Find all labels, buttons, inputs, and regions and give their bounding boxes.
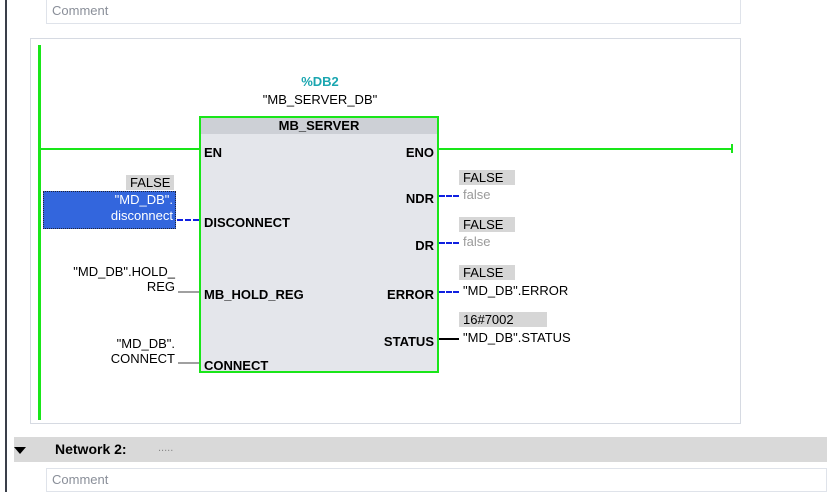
hold-reg-operand[interactable]: "MD_DB".HOLD_ REG: [50, 264, 175, 294]
error-operand[interactable]: "MD_DB".ERROR: [463, 283, 569, 298]
pin-disconnect: DISCONNECT: [204, 215, 290, 230]
pin-connect: CONNECT: [204, 358, 269, 373]
pin-error: ERROR: [387, 287, 434, 302]
error-wire: [439, 291, 459, 293]
pin-ndr: NDR: [405, 191, 434, 206]
dr-wire: [439, 242, 459, 244]
editor-left-border: [5, 0, 7, 492]
pin-status: STATUS: [383, 334, 434, 349]
operand-line: disconnect: [110, 208, 173, 223]
ndr-wire: [439, 195, 459, 197]
disconnect-wire: [177, 219, 199, 221]
ndr-operand[interactable]: false: [463, 187, 491, 202]
operand-line: "MD_DB".: [116, 336, 175, 351]
dr-value: FALSE: [459, 217, 515, 232]
rung-left: [38, 148, 200, 150]
pin-mb-hold-reg: MB_HOLD_REG: [204, 287, 304, 302]
disconnect-value: FALSE: [126, 175, 174, 190]
network1-area[interactable]: [30, 38, 741, 424]
connect-wire: [178, 362, 199, 364]
status-operand[interactable]: "MD_DB".STATUS: [463, 330, 571, 345]
mb-server-block[interactable]: MB_SERVER EN DISCONNECT MB_HOLD_REG CONN…: [199, 116, 439, 373]
network1-comment[interactable]: Comment: [46, 0, 741, 24]
status-wire: [439, 338, 459, 340]
rung-end: [731, 144, 733, 153]
pin-en: EN: [204, 145, 223, 160]
power-rail: [38, 45, 41, 420]
rung-right: [438, 148, 732, 150]
status-value: 16#7002: [459, 312, 547, 327]
connect-operand[interactable]: "MD_DB". CONNECT: [50, 336, 175, 366]
disconnect-operand[interactable]: "MD_DB". disconnect: [43, 191, 176, 229]
instance-address[interactable]: %DB2: [301, 74, 339, 89]
operand-line: REG: [146, 279, 175, 294]
network2-title: Network 2:: [55, 441, 127, 457]
hold-reg-wire: [178, 291, 199, 293]
operand-line: CONNECT: [110, 351, 175, 366]
network2-header[interactable]: Network 2: .....: [14, 437, 827, 462]
pin-eno: ENO: [405, 145, 434, 160]
network2-comment[interactable]: Comment: [46, 468, 827, 492]
collapse-triangle-icon[interactable]: [14, 447, 26, 454]
instance-db-name[interactable]: "MB_SERVER_DB": [262, 92, 378, 107]
dr-operand[interactable]: false: [463, 234, 491, 249]
error-value: FALSE: [459, 265, 515, 280]
ndr-value: FALSE: [459, 170, 515, 185]
operand-line: "MD_DB".: [114, 192, 173, 207]
pin-dr: DR: [415, 238, 434, 253]
operand-line: "MD_DB".HOLD_: [73, 264, 175, 279]
block-title: MB_SERVER: [201, 118, 437, 134]
network2-title-placeholder[interactable]: .....: [158, 442, 174, 454]
